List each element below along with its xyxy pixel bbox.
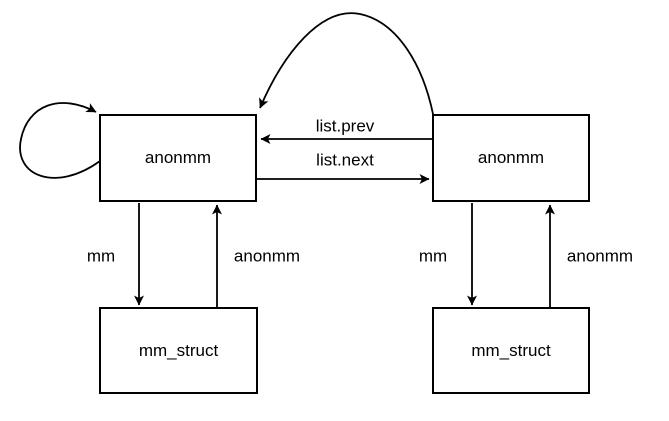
node-anonmm-right: anonmm xyxy=(432,114,590,202)
edge-top-curve xyxy=(259,12,434,115)
node-anonmm-left: anonmm xyxy=(99,114,257,202)
node-anonmm-right-label: anonmm xyxy=(477,148,545,167)
edge-self-loop-left xyxy=(19,102,101,179)
edge-label-anonmm-right: anonmm xyxy=(566,246,634,267)
edge-label-mm-left: mm xyxy=(86,246,116,267)
edge-label-list-prev: list.prev xyxy=(315,116,375,137)
node-mm-struct-right-label: mm_struct xyxy=(471,340,551,360)
edge-label-list-next: list.next xyxy=(316,150,374,171)
node-mm-struct-right: mm_struct xyxy=(432,307,590,394)
node-mm-struct-left: mm_struct xyxy=(99,307,258,394)
node-mm-struct-left-label: mm_struct xyxy=(138,340,219,360)
edge-label-mm-right: mm xyxy=(418,246,448,267)
edge-label-anonmm-left: anonmm xyxy=(233,246,301,267)
node-anonmm-left-label: anonmm xyxy=(144,148,212,167)
